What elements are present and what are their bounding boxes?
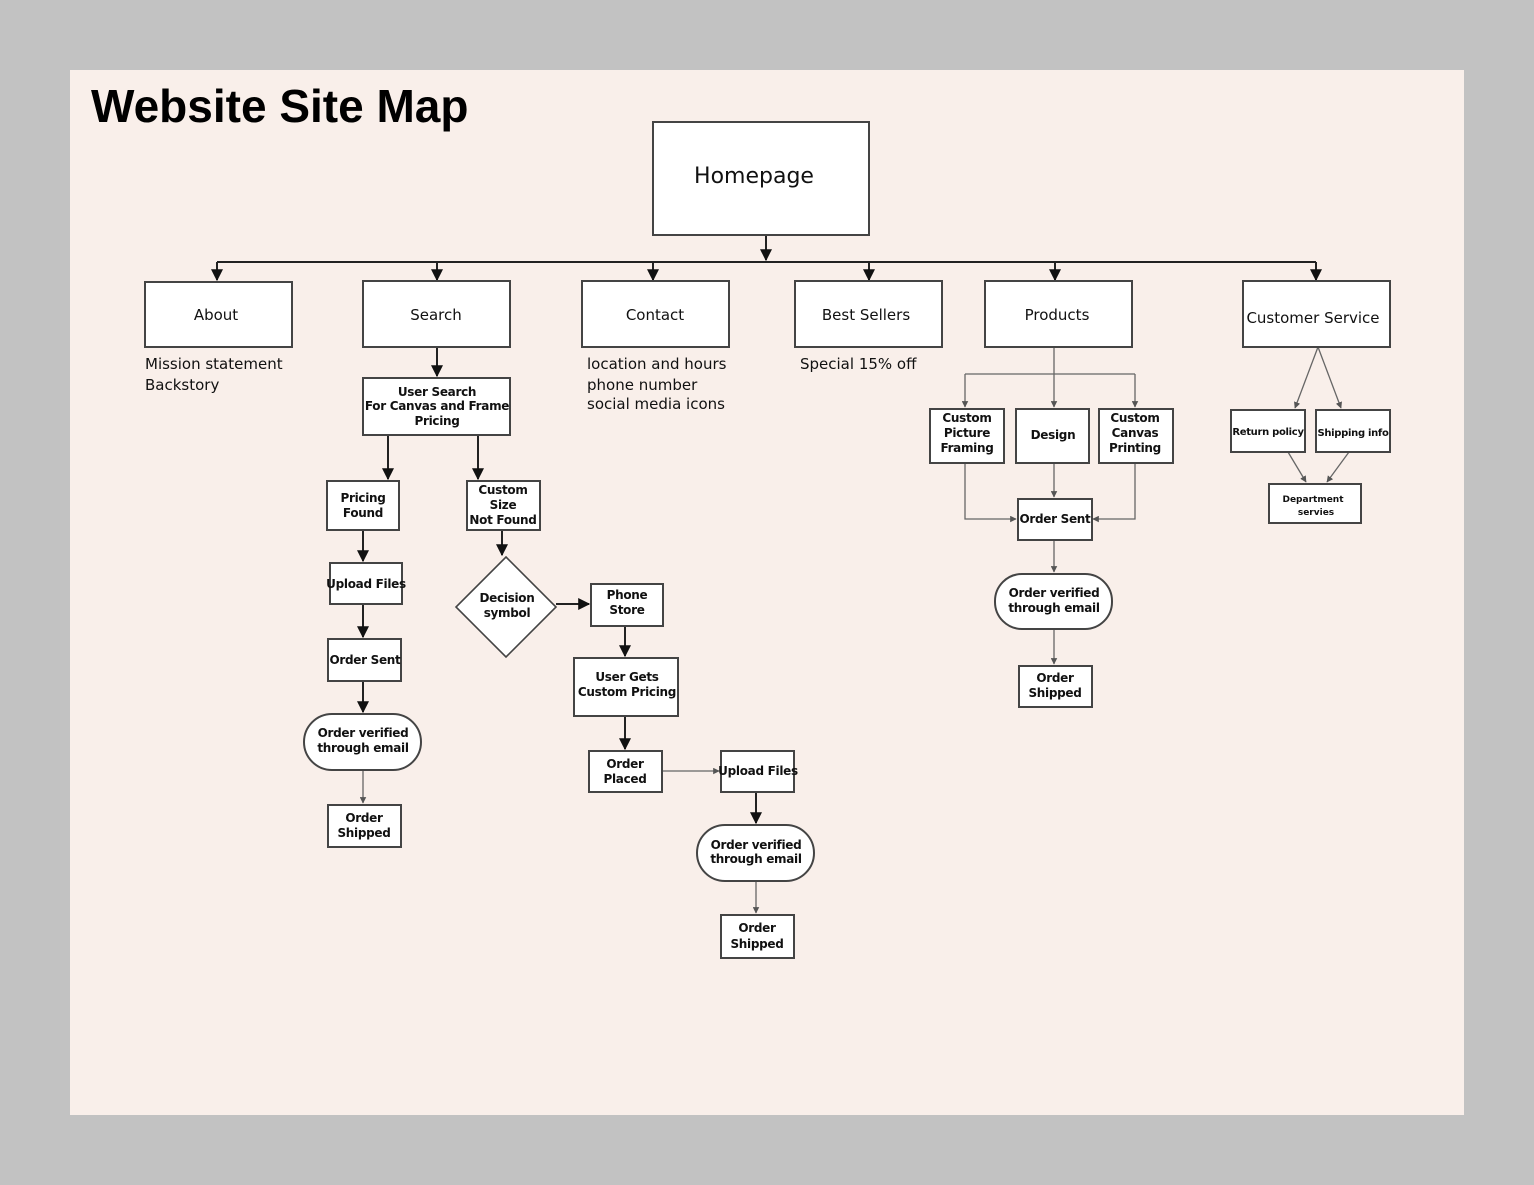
node-label: Order verified [318,726,409,740]
node-label: Shipped [730,937,783,951]
node-label: Pricing [414,414,459,428]
order-placed-node: Order Placed [588,750,663,793]
node-label: Order [606,757,644,771]
node-label: Shipping info [1317,428,1389,439]
about-notes: Mission statement Backstory [145,355,283,394]
about-note: Backstory [145,376,219,394]
products-node: Products [984,280,1133,348]
node-label: Custom [942,411,991,425]
node-label: Custom Pricing [578,685,676,699]
node-label: Found [343,506,383,520]
node-label: Return policy [1232,427,1304,438]
node-label: Size [490,498,517,512]
node-label: Upload Files [718,764,798,778]
homepage-label: Homepage [694,164,814,189]
return-policy-node: Return policy [1230,409,1306,453]
node-label: through email [317,741,409,755]
best-sellers-note: Special 15% off [800,355,917,373]
node-label: Order Sent [329,653,401,667]
node-label: User Gets [595,670,658,684]
search-node: Search [362,280,511,348]
homepage-node: Homepage [652,121,870,236]
node-label: Shipped [1028,686,1081,700]
node-label: symbol [484,606,531,620]
best-sellers-notes: Special 15% off [800,355,917,373]
connectors [211,235,1350,914]
products-order-verified-node: Order verified through email [994,573,1113,630]
best-sellers-label: Best Sellers [822,306,910,324]
node-label: Custom [478,483,527,497]
search-label: Search [410,306,462,324]
about-note: Mission statement [145,355,283,373]
node-label: through email [710,852,802,866]
department-node: Department servies [1268,483,1362,524]
node-label: Department [1282,495,1344,505]
node-label: Canvas [1112,426,1159,440]
pricing-found-node: Pricing Found [326,480,400,531]
node-label: Custom [1110,411,1159,425]
user-search-node: User Search For Canvas and Frame Pricing [362,377,511,436]
node-label: Order Sent [1019,512,1091,526]
node-label: Order verified [1009,586,1100,600]
node-label: Store [609,603,644,617]
user-gets-pricing-node: User Gets Custom Pricing [573,657,679,717]
custom-canvas-node: Custom Canvas Printing [1098,408,1174,464]
contact-note: social media icons [587,395,725,413]
node-label: Decision [480,591,535,605]
node-label: Upload Files [326,577,406,591]
node-label: Order [738,921,776,935]
contact-note: location and hours [587,355,727,373]
node-label: Order [345,811,383,825]
order-sent-node: Order Sent [327,638,402,682]
upload-files-node: Upload Files [326,562,406,605]
node-label: Picture [944,426,990,440]
products-order-shipped-node: Order Shipped [1018,665,1093,708]
contact-label: Contact [626,306,684,324]
contact-node: Contact [581,280,730,348]
node-label: servies [1298,508,1334,518]
node-label: For Canvas and Frame [365,399,509,413]
about-label: About [194,306,238,324]
node-label: User Search [398,385,476,399]
node-label: Pricing [340,491,385,505]
custom-framing-node: Custom Picture Framing [929,408,1005,464]
order-shipped-2-node: Order Shipped [720,914,795,959]
design-node: Design [1015,408,1090,464]
best-sellers-node: Best Sellers [794,280,943,348]
order-verified-node: Order verified through email [303,713,422,771]
node-label: Not Found [469,513,536,527]
node-label: Order verified [711,838,802,852]
node-label: Framing [940,441,993,455]
order-shipped-node: Order Shipped [327,804,402,848]
custom-size-node: Custom Size Not Found [466,480,541,531]
customer-service-label: Customer Service [1246,309,1379,327]
node-label: Phone [607,588,648,602]
shipping-info-node: Shipping info [1315,409,1391,453]
node-label: through email [1008,601,1100,615]
upload-files-2-node: Upload Files [718,750,798,793]
contact-notes: location and hours phone number social m… [587,355,727,413]
phone-store-node: Phone Store [590,583,664,627]
customer-service-node: Customer Service [1242,280,1391,348]
decision-node: Decision symbol [454,555,558,659]
node-label: Printing [1109,441,1161,455]
node-label: Order [1036,671,1074,685]
products-order-sent-node: Order Sent [1017,498,1093,541]
page-title: Website Site Map [91,80,469,132]
node-label: Design [1031,428,1076,442]
contact-note: phone number [587,376,698,394]
products-label: Products [1025,306,1090,324]
node-label: Placed [603,772,646,786]
order-verified-2-node: Order verified through email [696,824,815,882]
node-label: Shipped [337,826,390,840]
about-node: About [144,281,293,348]
